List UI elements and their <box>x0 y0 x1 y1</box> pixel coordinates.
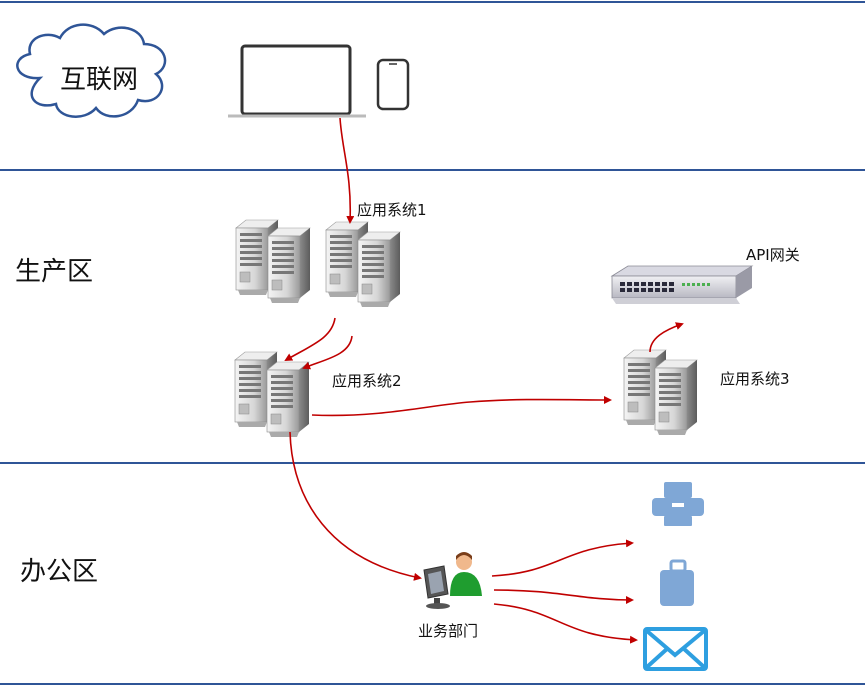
app3-label: 应用系统3 <box>720 370 790 388</box>
server-icon <box>654 359 698 436</box>
app2-label: 应用系统2 <box>332 372 402 390</box>
network-switch-icon <box>610 265 754 304</box>
user-workstation-icon <box>423 552 482 609</box>
server-icon <box>267 227 311 304</box>
office-zone: 办公区 业务部门 <box>20 482 708 671</box>
app1-label: 应用系统1 <box>357 201 427 219</box>
arrow-app2-to-department <box>289 431 422 581</box>
gateway-label: API网关 <box>746 246 800 264</box>
server-icon <box>266 361 310 438</box>
arrow-laptop-to-app1 <box>339 117 355 224</box>
arrow-department-to-mail <box>493 603 638 644</box>
department-label: 业务部门 <box>418 622 478 640</box>
arrow-department-to-luggage <box>493 589 634 604</box>
arrow-app3-to-gateway <box>649 322 684 353</box>
zone-label-production: 生产区 <box>15 257 93 287</box>
arrow-app2-to-app3 <box>311 395 612 417</box>
app-system-3: 应用系统3 <box>623 349 790 436</box>
smartphone-icon <box>376 58 410 111</box>
flow-arrows <box>284 117 684 644</box>
app-system-1: 应用系统1 <box>235 201 427 308</box>
app-system-2: 应用系统2 <box>234 351 402 438</box>
zone-label-office: 办公区 <box>20 557 98 587</box>
production-zone: 生产区 应用系统1 应用系统2 应用系统3 <box>15 201 800 438</box>
mail-icon <box>643 627 708 671</box>
luggage-icon <box>660 559 694 606</box>
printer-icon <box>652 482 704 526</box>
arrow-app1-to-app2-a <box>284 317 336 361</box>
internet-zone: 互联网 <box>16 23 410 118</box>
zone-label-internet: 互联网 <box>60 65 138 95</box>
arrow-department-to-printer <box>491 539 634 577</box>
arrow-app1-to-app2-b <box>302 335 353 370</box>
server-icon <box>357 231 401 308</box>
cloud-icon <box>16 23 167 118</box>
laptop-icon <box>228 44 366 118</box>
